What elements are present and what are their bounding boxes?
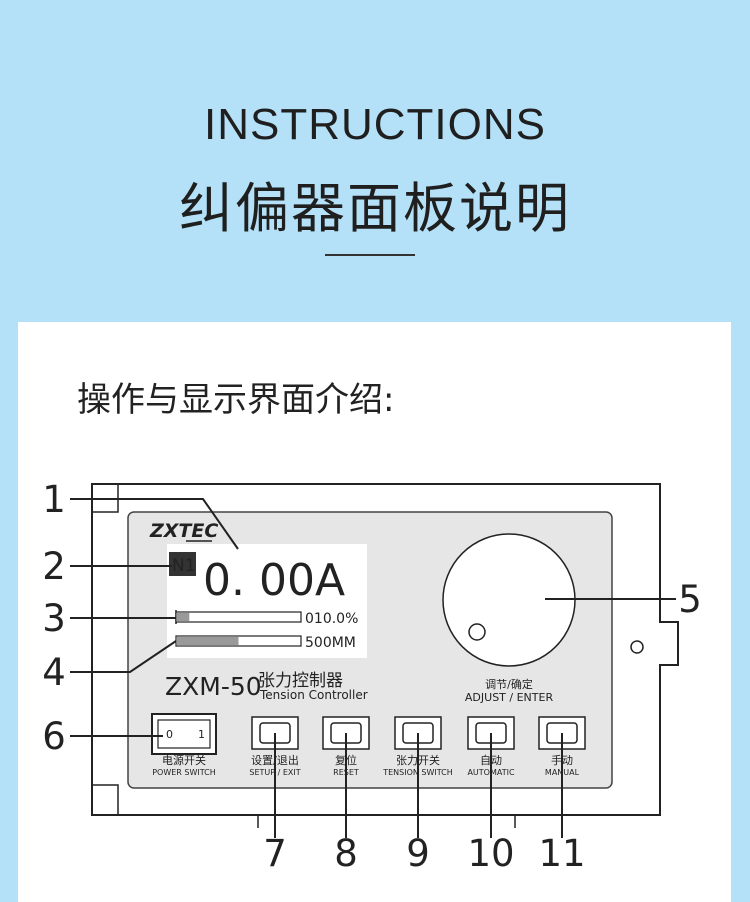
knob-indicator-dot [468, 623, 486, 641]
product-name-cn: 张力控制器 [258, 671, 343, 691]
callout-9: 9 [406, 832, 430, 875]
power-switch-label-en: POWER SWITCH [152, 768, 216, 777]
length-bar-fill [177, 637, 239, 645]
callout-2: 2 [42, 545, 66, 588]
percent-bar-track [175, 611, 302, 623]
channel-indicator: N1 [172, 556, 196, 576]
callout-1: 1 [42, 478, 66, 521]
knob-label-cn: 调节/确定 [485, 677, 533, 691]
knob-label-en: ADJUST / ENTER [465, 691, 554, 704]
percent-value: 010.0% [305, 611, 358, 627]
leader-4 [70, 640, 177, 673]
callout-10: 10 [467, 832, 514, 875]
power-switch-off: 0 [166, 728, 173, 741]
callout-4: 4 [42, 651, 66, 694]
power-switch-on: 1 [198, 728, 205, 741]
mounting-hole [630, 640, 644, 654]
brand-logo: ZXTEC [149, 520, 218, 542]
leader-1 [70, 498, 239, 550]
model-number: ZXM-50 [165, 672, 262, 701]
housing-corner-tab-bottom [91, 784, 119, 816]
product-name-en: Tension Controller [259, 688, 368, 702]
percent-bar-fill [177, 613, 190, 621]
power-switch-label-cn: 电源开关 [162, 753, 206, 767]
current-reading: 0. 00A [203, 555, 345, 606]
header-divider [325, 254, 415, 256]
callout-7: 7 [263, 832, 287, 875]
callout-8: 8 [334, 832, 358, 875]
power-switch-rocker [157, 719, 211, 749]
callout-3: 3 [42, 597, 66, 640]
header-subtitle: 纠偏器面板说明 [179, 177, 571, 240]
channel-badge [169, 552, 196, 576]
setup-exit-button[interactable] [251, 716, 299, 750]
header-title: INSTRUCTIONS [204, 100, 546, 149]
section-title: 操作与显示界面介绍: [77, 380, 395, 420]
callout-5: 5 [678, 578, 702, 621]
callout-11: 11 [538, 832, 585, 875]
length-value: 500MM [305, 635, 356, 651]
callout-6: 6 [42, 715, 66, 758]
